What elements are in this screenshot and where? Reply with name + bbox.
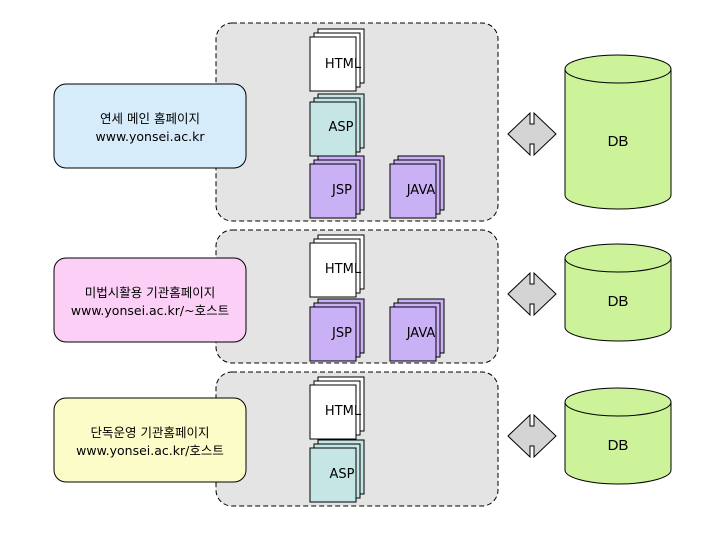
doc-stack-java: JAVA [389, 155, 445, 219]
doc-stack-asp: ASP [309, 439, 365, 503]
site-box [53, 397, 247, 483]
site-box [53, 83, 247, 169]
site-name: 미법시활용 기관홈페이지 [85, 285, 215, 300]
svg-text:DB: DB [608, 133, 629, 150]
svg-text:HTML: HTML [325, 57, 362, 72]
svg-text:JAVA: JAVA [406, 326, 436, 341]
svg-text:ASP: ASP [330, 467, 355, 482]
site-url: www.yonsei.ac.kr/~호스트 [71, 303, 229, 318]
doc-stack-html: HTML [309, 376, 365, 440]
doc-stack-java: JAVA [389, 298, 445, 362]
doc-stack-asp: ASP [309, 93, 365, 157]
site-name: 단독운영 기관홈페이지 [91, 425, 210, 440]
svg-text:JAVA: JAVA [406, 183, 436, 198]
double-arrow-icon [507, 271, 557, 317]
svg-text:HTML: HTML [325, 262, 362, 277]
server-group-box [215, 371, 499, 507]
site-url: www.yonsei.ac.kr [96, 129, 206, 144]
svg-text:HTML: HTML [325, 404, 362, 419]
site-box [53, 257, 247, 343]
svg-text:JSP: JSP [331, 326, 352, 341]
double-arrow-icon [507, 111, 557, 157]
site-url: www.yonsei.ac.kr/호스트 [76, 443, 224, 458]
database-cylinder: DB [564, 54, 672, 210]
svg-text:ASP: ASP [329, 120, 354, 135]
database-cylinder: DB [564, 387, 672, 485]
row-standalone-homepage: 단독운영 기관홈페이지 www.yonsei.ac.kr/호스트 HTML AS… [53, 371, 672, 507]
row-hosted-homepage: 미법시활용 기관홈페이지 www.yonsei.ac.kr/~호스트 HTML … [53, 229, 672, 364]
doc-stack-html: HTML [309, 28, 365, 92]
double-arrow-icon [507, 413, 557, 459]
doc-stack-html: HTML [309, 234, 365, 298]
database-cylinder: DB [564, 243, 672, 342]
doc-stack-jsp: JSP [309, 298, 365, 362]
svg-text:JSP: JSP [331, 183, 352, 198]
doc-stack-jsp: JSP [309, 155, 365, 219]
row-main-homepage: 연세 메인 홈페이지 www.yonsei.ac.kr HTML ASP JSP… [53, 22, 672, 222]
svg-text:DB: DB [608, 437, 629, 454]
site-name: 연세 메인 홈페이지 [100, 111, 200, 126]
svg-text:DB: DB [608, 293, 629, 310]
